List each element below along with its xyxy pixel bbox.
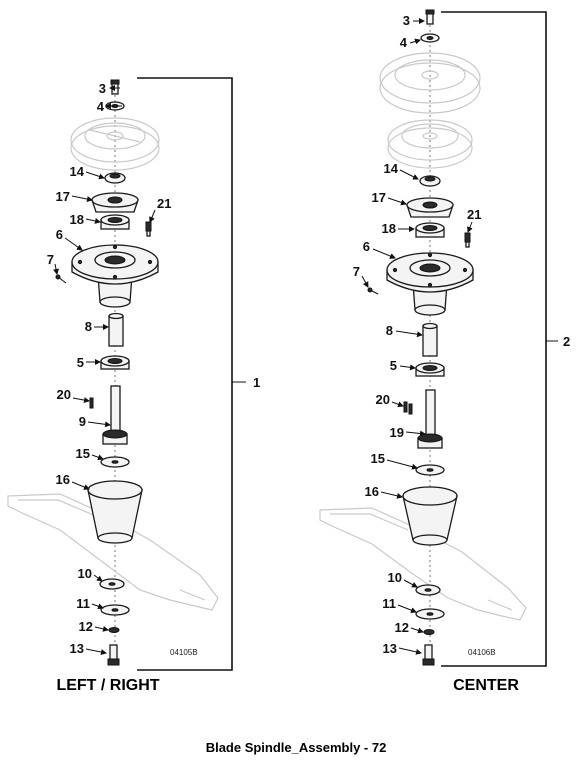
center-leaders xyxy=(361,18,473,655)
left-callout-20: 20 xyxy=(57,387,71,402)
left-callout-10: 10 xyxy=(78,566,92,581)
center-part-14-bearing xyxy=(419,175,441,187)
left-part-14-bearing xyxy=(104,172,126,184)
left-callout-15: 15 xyxy=(76,446,90,461)
left-part-8-spacer xyxy=(108,315,124,347)
left-part-21-fitting xyxy=(145,221,152,237)
center-callout-15: 15 xyxy=(371,451,385,466)
left-part-17-cap xyxy=(91,192,139,213)
left-drawing-code: 04105B xyxy=(170,648,198,657)
center-part-6-housing xyxy=(386,252,474,316)
center-part-8-spacer xyxy=(422,325,438,357)
center-callout-5: 5 xyxy=(390,358,397,373)
center-part-20-keys xyxy=(403,401,413,415)
footer-title: Blade Spindle_Assembly - 72 xyxy=(206,740,387,755)
left-part-9-shaft xyxy=(102,385,128,445)
left-part-18-bearing xyxy=(100,214,130,230)
center-part-17-cap xyxy=(406,197,454,218)
left-part-5-bearing xyxy=(100,355,130,370)
center-assembly: 3 4 14 17 18 21 6 7 8 5 20 19 15 16 10 1… xyxy=(319,9,570,694)
center-part-13-bolt xyxy=(422,644,435,666)
left-caption: LEFT / RIGHT xyxy=(56,677,159,694)
left-assembly: 3 4 14 17 18 21 6 7 8 5 20 9 15 16 10 11… xyxy=(7,77,260,694)
center-part-12-lockwasher xyxy=(423,629,435,635)
center-caption: CENTER xyxy=(453,677,519,694)
center-callout-8: 8 xyxy=(386,323,393,338)
left-callout-4: 4 xyxy=(97,99,105,114)
center-drawing-code: 04106B xyxy=(468,648,496,657)
left-part-13-bolt xyxy=(107,644,120,666)
center-pulley-large-ghost xyxy=(379,52,481,114)
center-pulley-small-ghost xyxy=(387,119,473,169)
center-callout-6: 6 xyxy=(363,239,370,254)
left-part-3-bolt xyxy=(110,79,120,95)
left-part-16-cup xyxy=(87,480,143,544)
left-part-7-screw xyxy=(55,274,67,284)
left-part-6-housing xyxy=(71,244,159,308)
center-part-18-bearing xyxy=(415,222,445,238)
left-leaders xyxy=(53,85,156,655)
left-callout-12: 12 xyxy=(79,619,93,634)
center-assembly-ref: 2 xyxy=(563,334,570,349)
left-callout-5: 5 xyxy=(77,355,84,370)
center-part-19-shaft xyxy=(417,389,443,449)
center-part-21-fitting xyxy=(464,232,471,248)
left-callout-17: 17 xyxy=(56,189,70,204)
center-callout-20: 20 xyxy=(376,392,390,407)
center-callout-14: 14 xyxy=(384,161,399,176)
left-assembly-ref: 1 xyxy=(253,375,260,390)
left-bracket xyxy=(137,77,233,671)
left-pulley-ghost xyxy=(70,117,160,171)
left-callout-21: 21 xyxy=(157,196,171,211)
left-callout-7: 7 xyxy=(47,252,54,267)
left-callout-14: 14 xyxy=(70,164,85,179)
left-callout-11: 11 xyxy=(76,596,90,611)
center-callout-13: 13 xyxy=(383,641,397,656)
left-callout-16: 16 xyxy=(56,472,70,487)
center-callout-4: 4 xyxy=(400,35,408,50)
left-callout-9: 9 xyxy=(79,414,86,429)
left-callout-6: 6 xyxy=(56,227,63,242)
center-callout-16: 16 xyxy=(365,484,379,499)
center-callouts: 3 4 14 17 18 21 6 7 8 5 20 19 15 16 10 1… xyxy=(353,13,482,656)
center-callout-18: 18 xyxy=(382,221,396,236)
center-callout-21: 21 xyxy=(467,207,481,222)
left-callout-8: 8 xyxy=(85,319,92,334)
left-part-20-key xyxy=(89,397,94,409)
left-callout-18: 18 xyxy=(70,212,84,227)
center-part-16-cup xyxy=(402,486,458,546)
center-callout-7: 7 xyxy=(353,264,360,279)
center-part-7-screw xyxy=(367,287,379,295)
center-callout-11: 11 xyxy=(382,596,396,611)
center-part-5-bearing xyxy=(415,362,445,377)
center-part-3-bolt xyxy=(425,9,435,25)
left-callout-3: 3 xyxy=(99,81,106,96)
center-callout-3: 3 xyxy=(403,13,410,28)
left-callouts: 3 4 14 17 18 21 6 7 8 5 20 9 15 16 10 11… xyxy=(47,81,172,656)
center-bracket xyxy=(441,11,547,667)
center-callout-10: 10 xyxy=(388,570,402,585)
left-callout-13: 13 xyxy=(70,641,84,656)
center-callout-12: 12 xyxy=(395,620,409,635)
left-part-12-lockwasher xyxy=(108,627,120,633)
center-callout-17: 17 xyxy=(372,190,386,205)
center-callout-19: 19 xyxy=(390,425,404,440)
